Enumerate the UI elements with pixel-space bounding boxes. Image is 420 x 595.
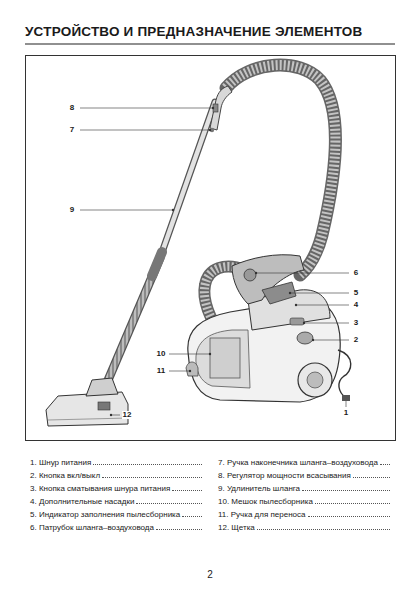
leader-dots: [110, 107, 314, 416]
dot-leader: [308, 510, 391, 517]
part-name: 12. Щетка: [218, 524, 256, 533]
dot-leader: [182, 510, 202, 517]
legend-list-item: 4. Дополнительные насадки: [30, 497, 202, 507]
callout-number: 8: [69, 104, 75, 113]
dot-leader: [156, 523, 202, 530]
legend-list-item: 11. Ручка для переноса: [218, 510, 390, 520]
callout-number: 2: [353, 336, 359, 345]
legend-list-item: 12. Щетка: [218, 523, 390, 533]
part-name: 2. Кнопка вкл/выкл: [30, 472, 101, 481]
part-name: 9. Удлинитель шланга: [218, 485, 301, 494]
dust-bag: [210, 338, 240, 378]
callout-number: 6: [353, 269, 359, 278]
dot-leader: [102, 471, 202, 478]
legend-list-item: 6. Патрубок шланга–воздуховода: [30, 523, 202, 533]
dot-leader: [302, 484, 390, 491]
part-name: 4. Дополнительные насадки: [30, 498, 135, 507]
part-name: 11. Ручка для переноса: [218, 511, 307, 520]
callout-number: 9: [69, 206, 75, 215]
part-name: 3. Кнопка сматывания шнура питания: [30, 485, 171, 494]
part-name: 6. Патрубок шланга–воздуховода: [30, 524, 155, 533]
leader-lines: [80, 108, 349, 415]
dot-leader: [257, 523, 390, 530]
title-rule: [25, 43, 395, 44]
page-number: 2: [207, 569, 213, 580]
legend-list-item: 9. Удлинитель шланга: [218, 484, 390, 494]
figure-frame: [26, 56, 396, 441]
callout-number: 12: [122, 411, 133, 420]
legend-list-item: 2. Кнопка вкл/выкл: [30, 471, 202, 481]
callout-number: 11: [156, 367, 166, 376]
legend-list-item: 8. Регулятор мощности всасывания: [218, 471, 390, 481]
open-lid: [232, 255, 304, 304]
callout-number: 10: [156, 350, 167, 359]
page-title: УСТРОЙСТВО И ПРЕДНАЗНАЧЕНИЕ ЭЛЕМЕНТОВ: [25, 24, 362, 39]
part-name: 10. Мешок пылесборника: [218, 498, 314, 507]
legend-list-item: 3. Кнопка сматывания шнура питания: [30, 484, 202, 494]
plug: [342, 395, 350, 401]
hose: [204, 65, 335, 335]
callout-number: 4: [353, 301, 359, 310]
accessory-nozzles: [262, 282, 296, 304]
part-name: 7. Ручка наконечника шланга–воздуховода: [218, 459, 379, 468]
legend-list-item: 1. Шнур питания: [30, 458, 202, 468]
legend-list-item: 7. Ручка наконечника шланга–воздуховода: [218, 458, 390, 468]
power-cord: [338, 350, 351, 398]
callout-number: 1: [343, 409, 349, 418]
dot-leader: [353, 471, 390, 478]
callout-number: 3: [353, 319, 359, 328]
legend-list-item: 5. Индикатор заполнения пылесборника: [30, 510, 202, 520]
part-name: 8. Регулятор мощности всасывания: [218, 472, 352, 481]
callout-number: 5: [353, 289, 359, 298]
hose-handle: [210, 86, 232, 132]
callout-number: 7: [69, 126, 75, 135]
dot-leader: [172, 484, 202, 491]
dot-leader: [315, 497, 390, 504]
part-name: 1. Шнур питания: [30, 459, 92, 468]
dot-leader: [136, 497, 202, 504]
cleaner-body: [186, 290, 340, 402]
legend-list-item: 10. Мешок пылесборника: [218, 497, 390, 507]
dot-leader: [380, 458, 390, 465]
floor-brush: [46, 378, 128, 426]
dot-leader: [93, 458, 202, 465]
part-name: 5. Индикатор заполнения пылесборника: [30, 511, 181, 520]
